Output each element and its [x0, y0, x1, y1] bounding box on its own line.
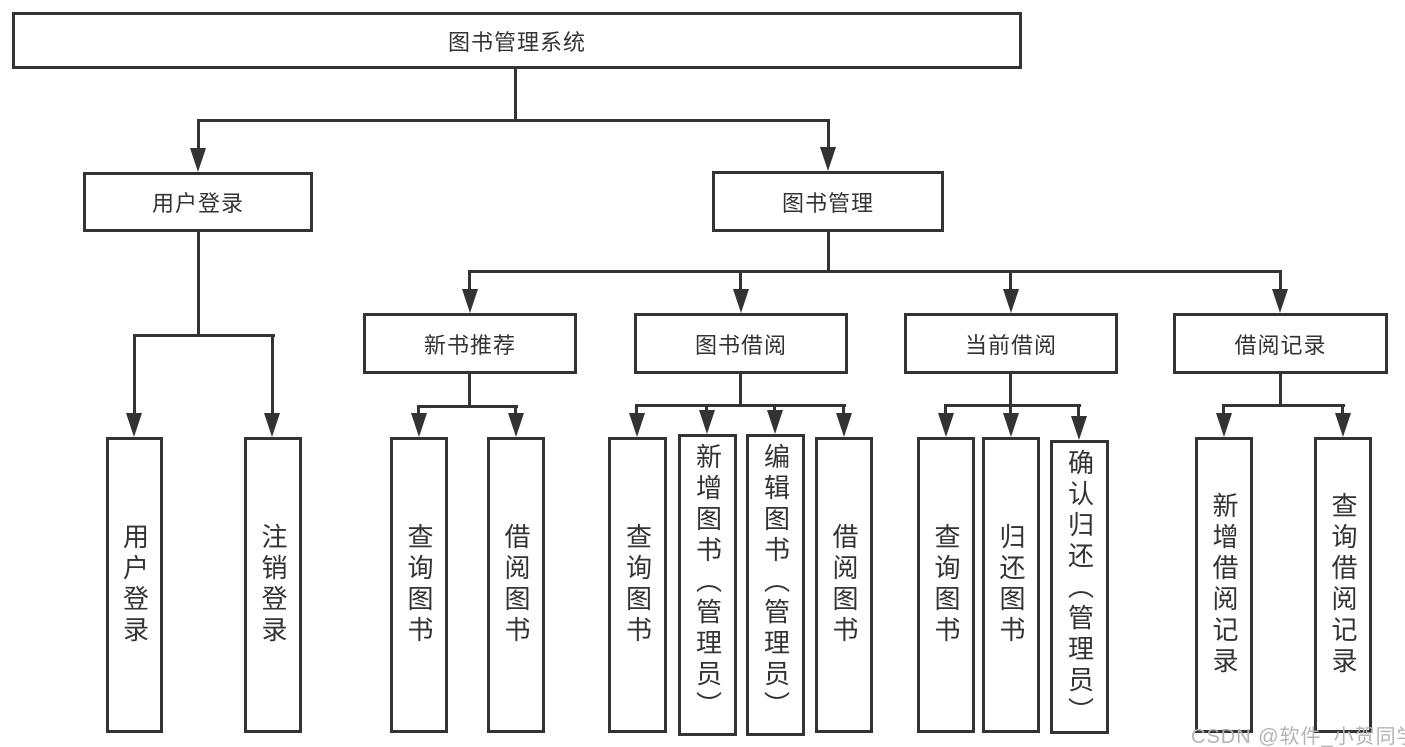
node-label: 当前借阅	[964, 332, 1057, 358]
arrow-down	[699, 410, 715, 434]
connector-line	[133, 334, 275, 337]
connector-line	[1009, 404, 1012, 415]
node-query-books-current: 查询图书	[917, 437, 975, 733]
arrow-down	[1335, 413, 1351, 437]
node-label: 注销登录	[258, 523, 288, 647]
node-label: 借阅图书	[829, 523, 859, 647]
node-return-book: 归还图书	[982, 437, 1040, 733]
node-label: 查询图书	[622, 523, 653, 647]
node-book-borrowing: 图书借阅	[634, 313, 848, 374]
node-label: 查询图书	[931, 523, 961, 647]
connector-line	[1279, 373, 1282, 406]
node-borrow-books-recommend: 借阅图书	[487, 437, 545, 733]
node-leaf-user-login: 用户登录	[106, 437, 163, 733]
connector-line	[468, 373, 471, 407]
arrow-down	[1003, 413, 1019, 437]
node-book-management: 图书管理	[712, 171, 944, 232]
arrow-down	[733, 289, 749, 313]
node-label: 编辑图书（管理员）	[760, 443, 791, 722]
arrow-down	[190, 148, 206, 172]
connector-line	[739, 373, 742, 406]
arrow-down	[264, 413, 280, 437]
node-label: 查询图书	[404, 523, 434, 647]
node-current-borrowing: 当前借阅	[904, 313, 1118, 374]
connector-line	[1222, 404, 1225, 415]
connector-line	[944, 404, 1081, 407]
connector-line	[773, 404, 776, 412]
connector-line	[417, 405, 420, 415]
arrow-down	[1003, 289, 1019, 313]
arrow-down	[1071, 416, 1087, 440]
connector-line	[1009, 270, 1012, 291]
node-label: 借阅记录	[1234, 332, 1327, 358]
connector-line	[197, 231, 200, 337]
node-label: 图书借阅	[694, 332, 787, 358]
arrow-down	[462, 289, 478, 313]
node-new-book-recommendation: 新书推荐	[363, 313, 577, 374]
arrow-down	[411, 413, 427, 437]
connector-line	[827, 232, 830, 273]
connector-line	[635, 404, 846, 407]
connector-line	[514, 68, 517, 121]
watermark: CSDN @软件_小贺同学	[1191, 726, 1405, 747]
node-edit-book-admin: 编辑图书（管理员）	[746, 434, 805, 736]
connector-line	[944, 404, 947, 415]
connector-line	[271, 334, 274, 415]
connector-line	[635, 404, 638, 415]
node-label: 新增借阅记录	[1209, 492, 1239, 678]
node-label: 确认归还（管理员）	[1064, 449, 1095, 728]
node-borrowing-records: 借阅记录	[1173, 313, 1388, 374]
node-borrow-books: 借阅图书	[815, 437, 873, 733]
node-confirm-return-admin: 确认归还（管理员）	[1050, 440, 1109, 734]
node-label: 新书推荐	[423, 332, 516, 358]
connector-line	[469, 270, 1282, 273]
node-leaf-logout: 注销登录	[244, 437, 302, 733]
node-label: 图书管理	[781, 190, 874, 216]
connector-line	[842, 404, 845, 415]
arrow-down	[767, 410, 783, 434]
arrow-down	[836, 413, 852, 437]
node-label: 新增图书（管理员）	[692, 443, 723, 722]
arrow-down	[938, 413, 954, 437]
connector-line	[514, 405, 517, 415]
arrow-down	[629, 413, 645, 437]
connector-line	[1077, 404, 1080, 418]
connector-line	[827, 119, 830, 150]
node-label: 借阅图书	[501, 523, 531, 647]
connector-line	[468, 270, 471, 291]
connector-line	[417, 405, 518, 408]
connector-line	[1009, 373, 1012, 406]
node-query-borrow-record: 查询借阅记录	[1314, 437, 1372, 733]
arrow-down	[820, 147, 836, 171]
arrow-down	[126, 413, 142, 437]
connector-line	[197, 119, 200, 151]
connector-line	[133, 334, 136, 415]
node-label: 用户登录	[119, 523, 150, 647]
node-label: 用户登录	[151, 191, 244, 216]
connector-line	[1279, 270, 1282, 291]
node-user-login: 用户登录	[83, 172, 313, 232]
connector-line	[739, 270, 742, 291]
arrow-down	[1216, 413, 1232, 437]
connector-line	[1222, 404, 1345, 407]
arrow-down	[1272, 289, 1288, 313]
connector-line	[705, 404, 708, 412]
node-add-borrow-record: 新增借阅记录	[1195, 437, 1253, 733]
node-label: 归还图书	[996, 523, 1026, 647]
node-query-books-recommend: 查询图书	[390, 437, 448, 733]
node-label: 图书管理系统	[447, 29, 586, 55]
node-label: 查询借阅记录	[1328, 492, 1358, 678]
connector-line	[1341, 404, 1344, 415]
node-library-management-system: 图书管理系统	[12, 12, 1022, 69]
node-query-books-borrow: 查询图书	[608, 437, 667, 733]
arrow-down	[508, 413, 524, 437]
connector-line	[197, 119, 830, 122]
node-add-book-admin: 新增图书（管理员）	[678, 434, 737, 736]
